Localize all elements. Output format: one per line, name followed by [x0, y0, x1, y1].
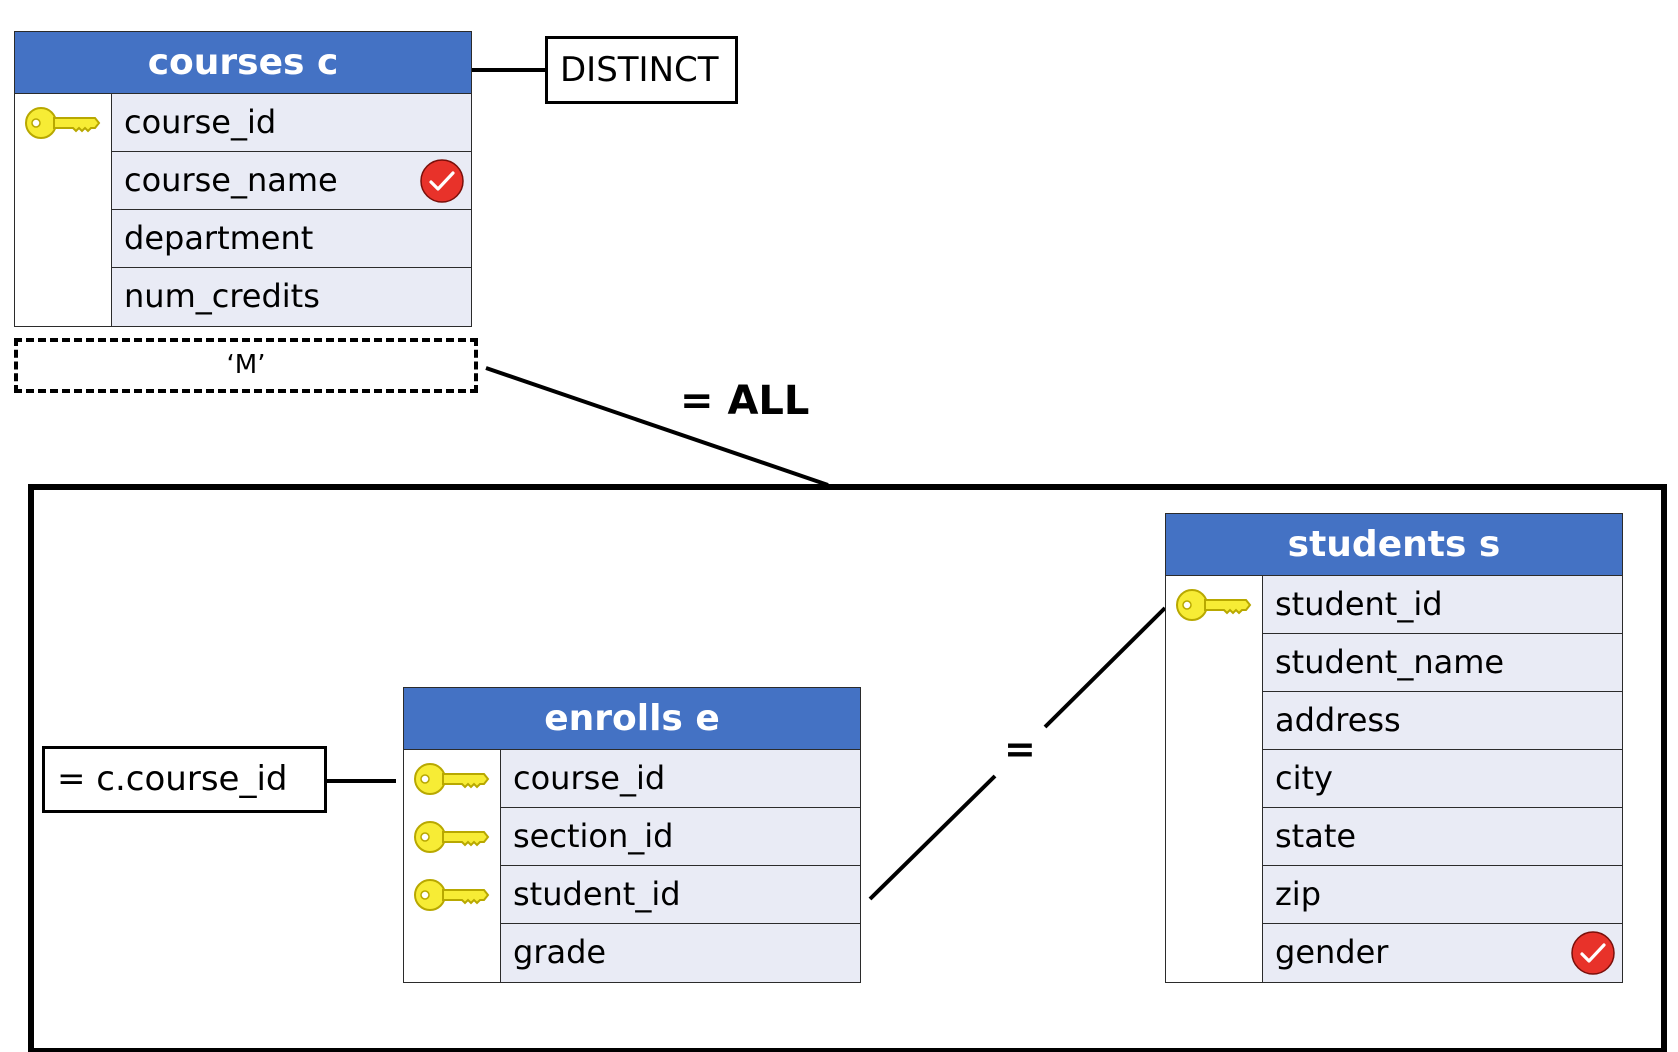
column-row: num_credits	[112, 268, 471, 326]
key-icon	[414, 763, 490, 795]
column-row: student_name	[1263, 634, 1622, 692]
column-name: section_id	[513, 817, 674, 855]
literal-box: ‘M’	[14, 338, 478, 393]
column-name: gender	[1275, 933, 1389, 971]
all-connector	[485, 366, 829, 487]
courses-table-body: course_id course_name department num_credit…	[15, 94, 471, 326]
column-name: address	[1275, 701, 1401, 739]
checkmark-icon	[1571, 931, 1615, 975]
column-row: address	[1263, 692, 1622, 750]
column-name: zip	[1275, 875, 1321, 913]
column-name: num_credits	[124, 277, 320, 315]
checkmark-icon	[420, 159, 464, 203]
column-row: department	[112, 210, 471, 268]
column-name: department	[124, 219, 314, 257]
key-icon	[1176, 589, 1252, 621]
column-name: city	[1275, 759, 1333, 797]
distinct-label: DISTINCT	[560, 50, 719, 90]
column-row: section_id	[501, 808, 860, 866]
column-name: state	[1275, 817, 1357, 855]
column-name: course_id	[124, 103, 277, 141]
column-row: course_id	[501, 750, 860, 808]
column-row: zip	[1263, 866, 1622, 924]
column-row: city	[1263, 750, 1622, 808]
subquery-frame	[28, 484, 1667, 1052]
key-column	[1166, 576, 1263, 982]
enrolls-table-title: enrolls e	[404, 688, 860, 750]
column-name: student_name	[1275, 643, 1505, 681]
column-name: grade	[513, 933, 607, 971]
literal-value: ‘M’	[226, 350, 266, 380]
column-row: student_id	[1263, 576, 1622, 634]
students-table-title: students s	[1166, 514, 1622, 576]
column-row: state	[1263, 808, 1622, 866]
column-row: course_id	[112, 94, 471, 152]
distinct-box: DISTINCT	[545, 36, 738, 104]
column-name: student_id	[513, 875, 681, 913]
course-filter-label: = c.course_id	[57, 759, 288, 799]
key-icon	[25, 107, 101, 139]
courses-table: courses c course_id course_name department…	[14, 31, 472, 327]
all-operator-label: = ALL	[680, 378, 810, 424]
courses-table-title: courses c	[15, 32, 471, 94]
column-row: course_name	[112, 152, 471, 210]
column-row: grade	[501, 924, 860, 982]
key-icon	[414, 821, 490, 853]
column-row: gender	[1263, 924, 1622, 982]
column-row: student_id	[501, 866, 860, 924]
join-operator-label: =	[1004, 727, 1036, 771]
join-connector-lower	[868, 774, 997, 901]
course-filter-box: = c.course_id	[42, 746, 327, 813]
key-icon	[414, 879, 490, 911]
column-name: course_name	[124, 161, 338, 199]
column-name: course_id	[513, 759, 666, 797]
column-name: student_id	[1275, 585, 1443, 623]
join-connector-upper	[1043, 606, 1167, 729]
